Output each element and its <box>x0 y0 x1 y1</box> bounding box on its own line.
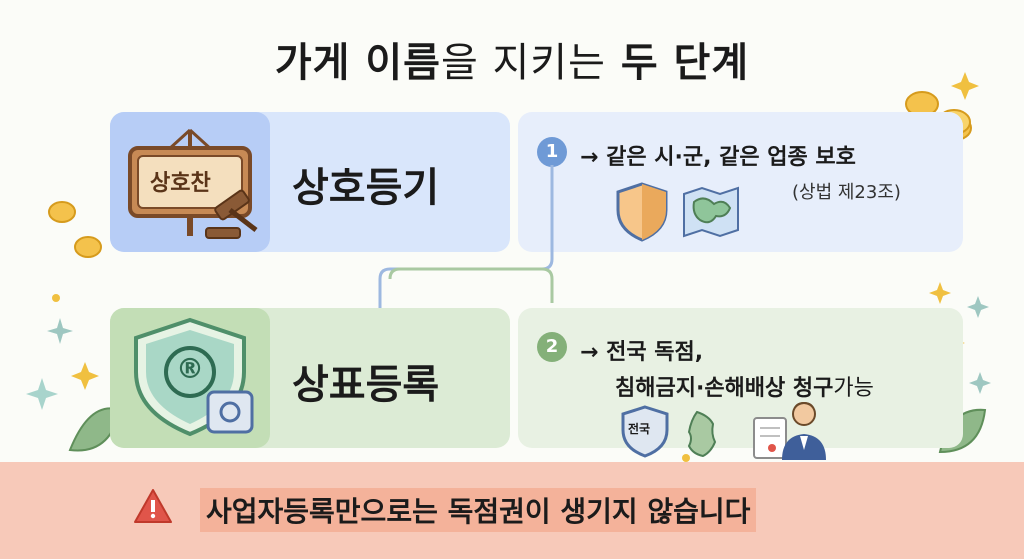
title-bold-1: 가게 이름 <box>274 40 441 86</box>
shield-icon <box>616 182 668 242</box>
sparkle-icon <box>929 282 951 304</box>
sparkle-icon <box>26 378 58 410</box>
trademark-shield-icon <box>134 317 254 437</box>
step2-line2: 침해금지·손해배상 청구가능 <box>615 370 874 402</box>
step2-badge: 2 <box>537 332 567 362</box>
signboard-panel <box>110 112 270 252</box>
warning-icon <box>134 489 172 523</box>
title-light: 을 지키는 <box>440 40 606 86</box>
national-shield-icon <box>621 405 669 458</box>
lawyer-icon <box>753 402 826 460</box>
sparkle-icon <box>967 296 989 318</box>
warning-text: 사업자등록만으로는 독점권이 생기지 않습니다 <box>200 488 757 532</box>
connector-line <box>378 165 554 309</box>
step2-detail-panel <box>518 308 963 448</box>
page-title: 가게 이름을 지키는 두 단계 <box>0 30 1024 88</box>
coins-left-icon <box>48 201 102 258</box>
step2-line2-light: 가능 <box>833 376 874 401</box>
signboard-icon <box>128 128 258 239</box>
step1-badge: 1 <box>537 137 567 167</box>
korea-map-icon <box>687 410 717 458</box>
step2-line1: → 전국 독점, <box>580 340 704 365</box>
sparkle-icon <box>47 318 73 344</box>
step1-line1: → 같은 시·군, 같은 업종 보호 <box>580 145 856 170</box>
trademark-panel <box>110 308 270 448</box>
gavel-icon <box>205 189 258 239</box>
step1-line2: (상법 제23조) <box>792 182 901 203</box>
map-icon <box>683 186 739 238</box>
step2-line2-bold: 침해금지·손해배상 청구 <box>615 376 834 401</box>
step1-label: 상호등기 <box>292 165 440 211</box>
title-bold-2: 두 단계 <box>620 40 750 86</box>
sparkle-icon <box>951 72 979 100</box>
signboard-text: 상호찬 <box>150 171 211 196</box>
step1-detail-panel <box>518 112 963 252</box>
sparkle-icon <box>71 362 99 390</box>
registered-mark: ® <box>176 352 204 385</box>
national-badge-text: 전국 <box>628 422 651 436</box>
sparkle-icon <box>969 372 991 394</box>
step2-label: 상표등록 <box>292 362 440 408</box>
